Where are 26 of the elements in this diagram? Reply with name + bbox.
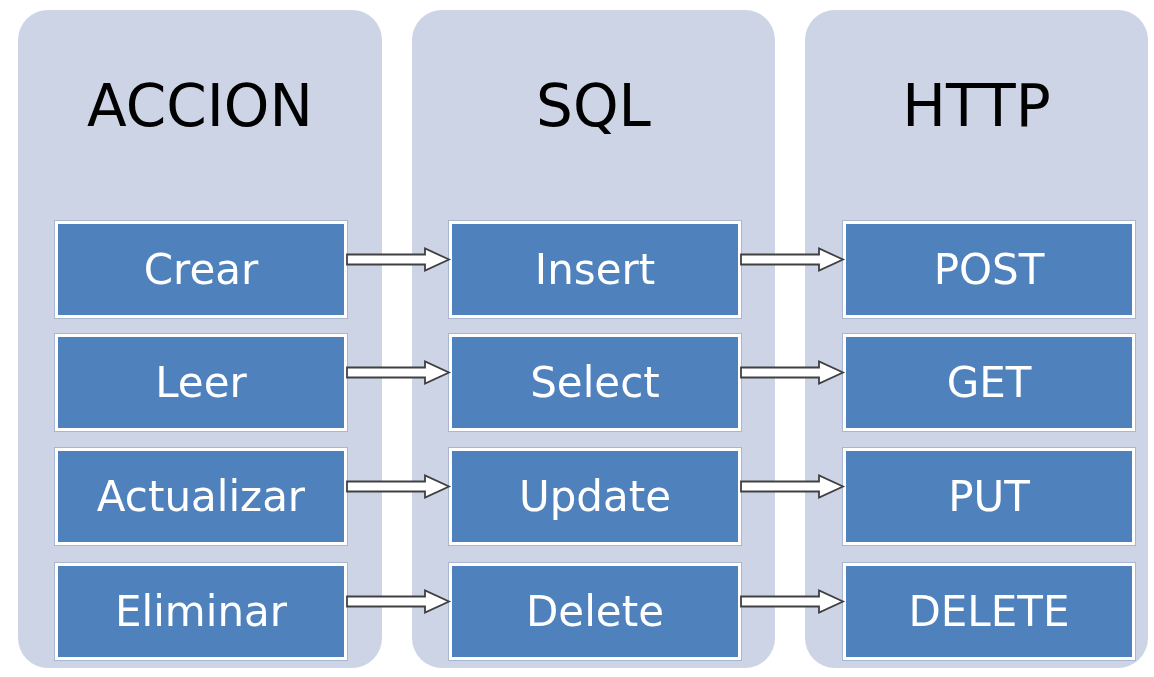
column-panel <box>18 10 382 668</box>
block-arrow <box>740 474 846 499</box>
process-box: Delete <box>449 563 741 660</box>
column-heading: HTTP <box>901 72 1052 140</box>
process-box: DELETE <box>843 563 1135 660</box>
process-box: POST <box>843 221 1135 318</box>
column-heading: ACCION <box>86 72 314 140</box>
process-box: Eliminar <box>55 563 347 660</box>
process-box: Insert <box>449 221 741 318</box>
process-box: Select <box>449 334 741 431</box>
column-panel <box>805 10 1148 668</box>
column-panel <box>412 10 775 668</box>
process-box: Update <box>449 448 741 545</box>
block-arrow <box>346 474 452 499</box>
block-arrow <box>740 360 846 385</box>
block-arrow <box>346 360 452 385</box>
block-arrow <box>346 589 452 614</box>
process-box: Crear <box>55 221 347 318</box>
process-box: Actualizar <box>55 448 347 545</box>
block-arrow <box>740 589 846 614</box>
block-arrow <box>740 247 846 272</box>
block-arrow <box>346 247 452 272</box>
column-heading: SQL <box>535 72 652 140</box>
process-box: Leer <box>55 334 347 431</box>
process-box: PUT <box>843 448 1135 545</box>
process-box: GET <box>843 334 1135 431</box>
